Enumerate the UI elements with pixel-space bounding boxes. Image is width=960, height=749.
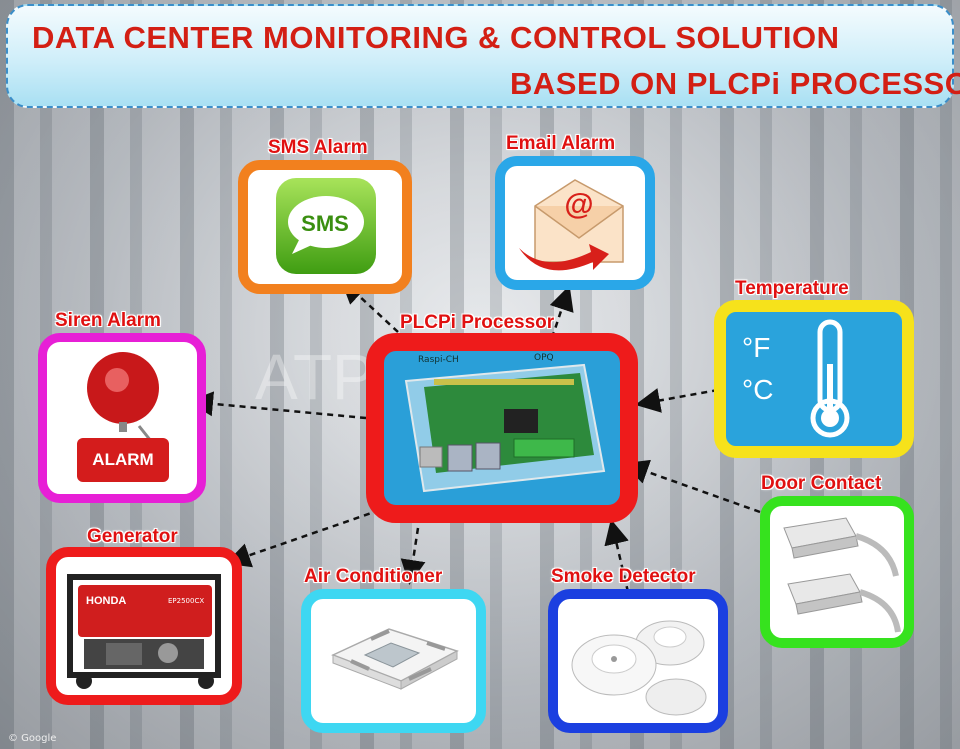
- door-contact-label: Door Contact: [761, 473, 882, 494]
- alarm-sign-text: ALARM: [92, 450, 154, 469]
- email-alarm-box: @: [495, 156, 655, 290]
- arrow-to-generator: [225, 508, 381, 568]
- envelope-icon: [519, 179, 624, 271]
- cassette-ac-icon: [331, 628, 459, 690]
- smoke-detector-icon: [571, 620, 707, 716]
- map-credit: © Google: [8, 733, 57, 744]
- generator-model: EP2500CX: [168, 597, 205, 605]
- generator-label: Generator: [87, 526, 178, 547]
- processor-label: PLCPi Processor: [400, 312, 555, 333]
- board-label-2: OPQ: [534, 353, 554, 363]
- board-label: Raspi-CH: [418, 355, 459, 365]
- arrow-to-email: [549, 285, 574, 339]
- celsius-unit: °C: [742, 374, 774, 405]
- siren-alarm-box: ALARM: [38, 333, 206, 503]
- sms-alarm-box: SMS: [238, 160, 412, 294]
- alarm-bell-icon: [77, 352, 169, 482]
- air-conditioner-label: Air Conditioner: [304, 566, 443, 587]
- siren-alarm-label: Siren Alarm: [55, 310, 161, 331]
- arrow-from-temperature: [635, 388, 719, 413]
- door-contact-box: [760, 496, 914, 648]
- arrow-to-siren: [188, 391, 367, 420]
- title-line-2: BASED ON PLCPi PROCESSOR: [510, 66, 960, 101]
- temperature-box: °F °C: [714, 300, 914, 458]
- air-conditioner-box: [301, 589, 486, 733]
- smoke-detector-label: Smoke Detector: [551, 566, 696, 587]
- arrow-from-door: [623, 459, 761, 514]
- sms-icon-text: SMS: [301, 211, 349, 236]
- arrow-from-smoke: [604, 519, 630, 593]
- thermometer-icon: [810, 319, 850, 438]
- generator-box: HONDA EP2500CX: [46, 547, 242, 705]
- arrow-to-aircon: [400, 527, 426, 585]
- generator-brand: HONDA: [86, 595, 127, 607]
- door-sensor-icon: [783, 517, 901, 633]
- title-line-1: DATA CENTER MONITORING & CONTROL SOLUTIO…: [32, 20, 840, 55]
- processor-box: Raspi-CH OPQ: [366, 333, 638, 523]
- email-at-sign: @: [564, 188, 594, 221]
- smoke-detector-box: [548, 589, 728, 733]
- temperature-label: Temperature: [735, 278, 849, 299]
- arrow-to-sms: [340, 278, 399, 333]
- sms-icon: [276, 178, 376, 274]
- email-alarm-label: Email Alarm: [506, 133, 616, 154]
- title-banner: DATA CENTER MONITORING & CONTROL SOLUTIO…: [6, 4, 960, 108]
- generator-icon: [67, 574, 221, 689]
- fahrenheit-unit: °F: [742, 332, 771, 363]
- sms-alarm-label: SMS Alarm: [268, 137, 368, 158]
- plcpi-board-icon: [404, 363, 606, 493]
